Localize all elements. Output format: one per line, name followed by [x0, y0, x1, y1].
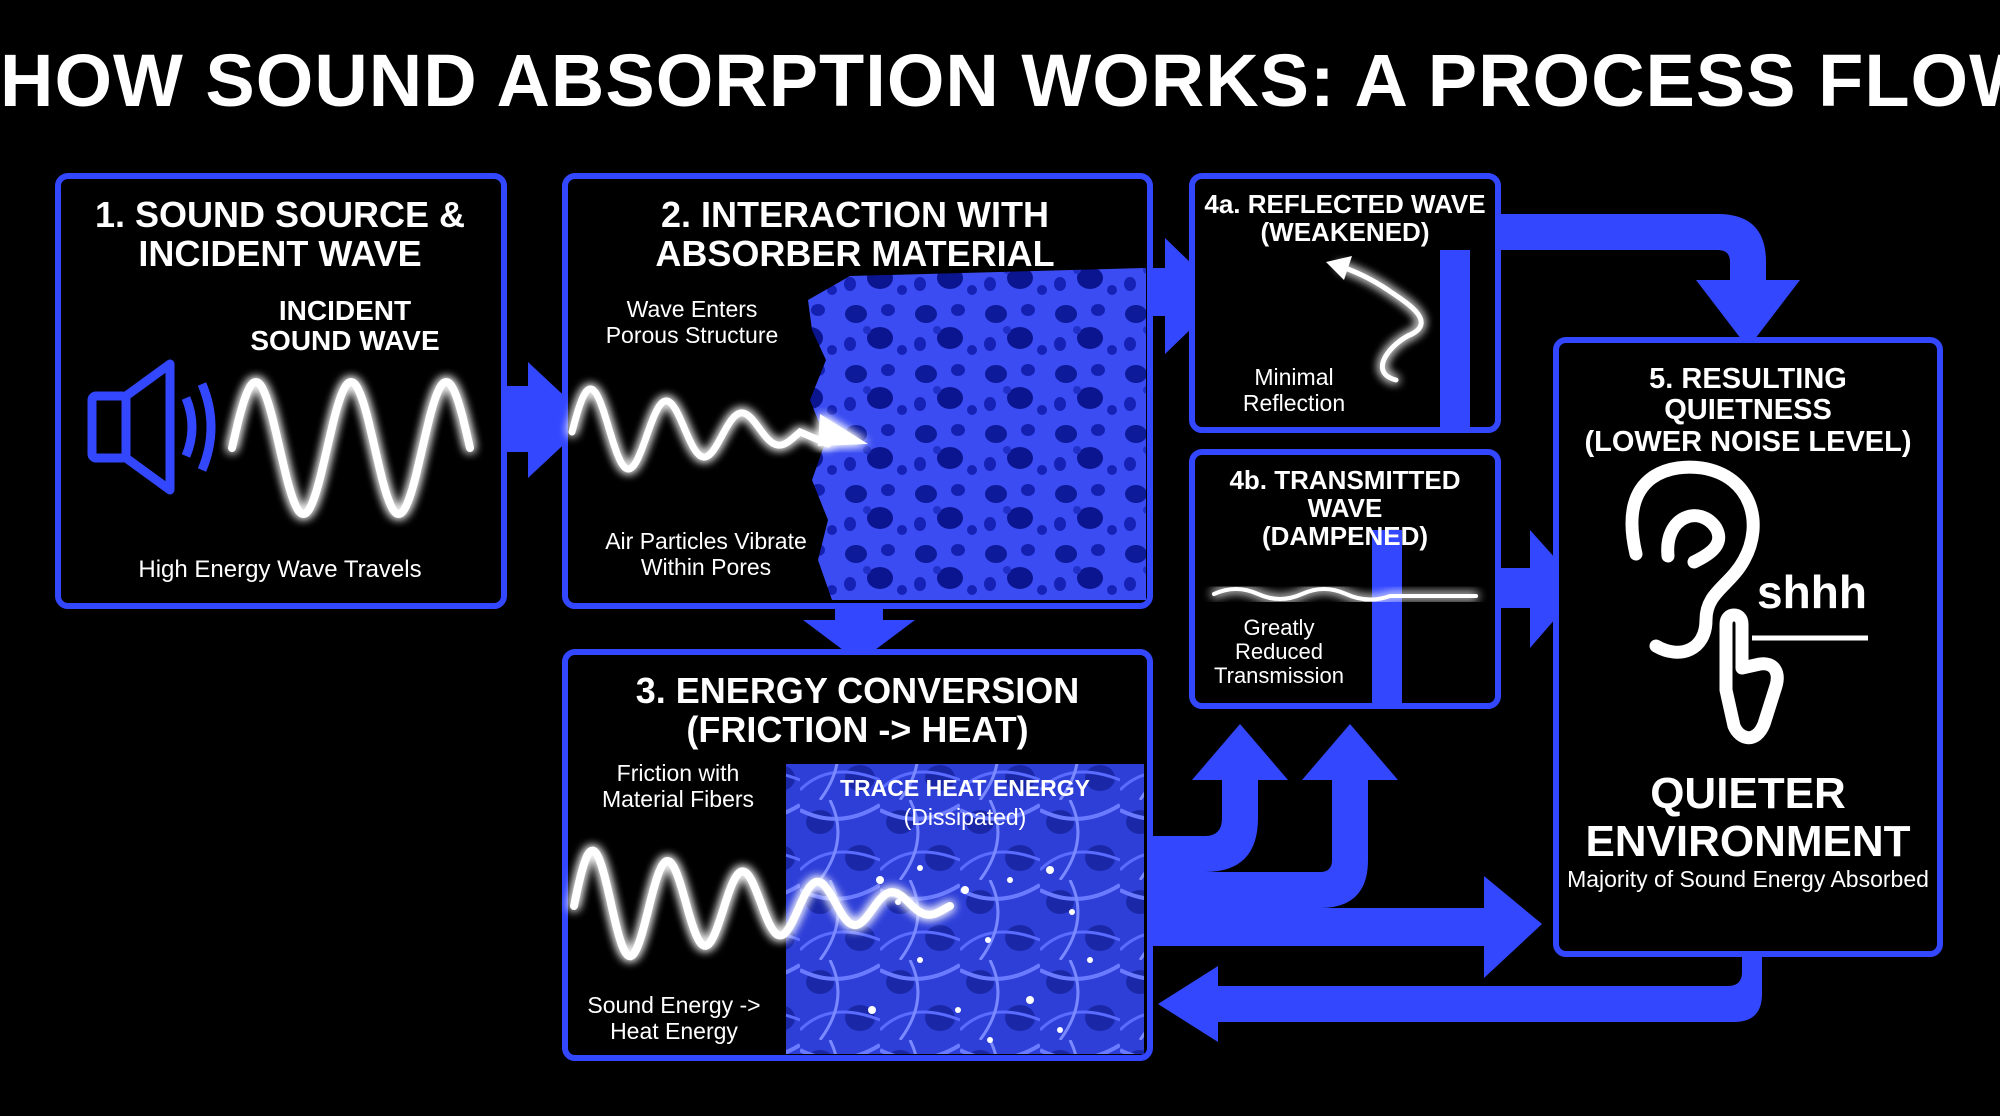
heat-particle — [987, 1037, 993, 1043]
heat-particle — [917, 865, 923, 871]
step-5-title: 5. RESULTING QUIETNESS (LOWER NOISE LEVE… — [1584, 363, 1912, 458]
friction-label: Friction with Material Fibers — [601, 760, 755, 813]
bar-step-4b — [1372, 530, 1402, 706]
step-1-caption: High Energy Wave Travels — [138, 556, 422, 583]
ear-shush-icon — [1625, 460, 1784, 745]
step-4b-title: 4b. TRANSMITTED WAVE (DAMPENED) — [1229, 465, 1461, 552]
speaker-icon — [87, 359, 216, 495]
arrow-3-to-4a — [1148, 724, 1288, 872]
porous-foam-block — [808, 268, 1146, 600]
heat-particles — [868, 865, 1093, 1043]
fiber-network — [786, 764, 1144, 1054]
conversion-label: Sound Energy -> Heat Energy — [587, 992, 761, 1045]
step-3-title: 3. ENERGY CONVERSION (FRICTION -> HEAT) — [635, 670, 1080, 750]
arrow-4b-to-5 — [1480, 530, 1582, 648]
step-4a-title: 4a. REFLECTED WAVE (WEAKENED) — [1204, 189, 1486, 248]
incident-wave — [228, 377, 474, 519]
flow-arrows — [470, 214, 1800, 1042]
heat-particle — [1026, 996, 1034, 1004]
wave-enters-label: Wave Enters Porous Structure — [605, 296, 779, 349]
heat-particle — [1046, 866, 1054, 874]
step-4b-caption: Greatly Reduced Transmission — [1214, 615, 1344, 689]
frame-step-1 — [55, 173, 507, 609]
heat-particle — [917, 957, 923, 963]
reflected-arrowhead — [1326, 256, 1352, 280]
heat-particle — [955, 1007, 961, 1013]
heat-particle — [985, 937, 991, 943]
transmitted-wave — [1212, 587, 1478, 602]
arrow-4a-to-5 — [1490, 214, 1800, 348]
step-1-title: 1. SOUND SOURCE & INCIDENT WAVE — [94, 194, 466, 274]
heat-dissipated-label: (Dissipated) — [903, 804, 1027, 830]
bar-step-4a — [1440, 250, 1470, 430]
heat-particle — [961, 886, 969, 894]
heat-particle — [895, 899, 901, 905]
heat-particle — [1069, 909, 1075, 915]
air-particles-label: Air Particles Vibrate Within Pores — [605, 528, 807, 581]
heat-particle — [868, 1006, 876, 1014]
friction-wave — [570, 846, 954, 961]
heat-particle — [1007, 877, 1013, 883]
page-title: HOW SOUND ABSORPTION WORKS: A PROCESS FL… — [0, 39, 2000, 122]
step-5-caption: Majority of Sound Energy Absorbed — [1567, 866, 1929, 892]
entering-wave — [568, 385, 832, 473]
step-2-title: 2. INTERACTION WITH ABSORBER MATERIAL — [655, 194, 1055, 274]
arrow-5-to-3 — [1158, 950, 1762, 1042]
heat-particle — [1087, 957, 1093, 963]
heat-particle — [876, 876, 884, 884]
frame-step-4a — [1189, 173, 1501, 433]
heat-energy-label: TRACE HEAT ENERGY — [839, 775, 1091, 801]
shhh-label: shhh — [1757, 566, 1867, 618]
heat-particle — [1057, 1027, 1063, 1033]
reflected-wave — [1337, 263, 1424, 383]
arrow-2-to-3 — [803, 570, 915, 662]
frame-step-4b — [1189, 449, 1501, 709]
step-4a-caption: Minimal Reflection — [1242, 364, 1346, 417]
wave-arrowhead — [818, 414, 868, 446]
incident-wave-label: INCIDENT SOUND WAVE — [250, 295, 440, 357]
arrow-3-to-4b — [1148, 724, 1398, 908]
arrow-3-to-5 — [1148, 876, 1542, 978]
quieter-environment-label: QUIETER ENVIRONMENT — [1585, 769, 1911, 866]
